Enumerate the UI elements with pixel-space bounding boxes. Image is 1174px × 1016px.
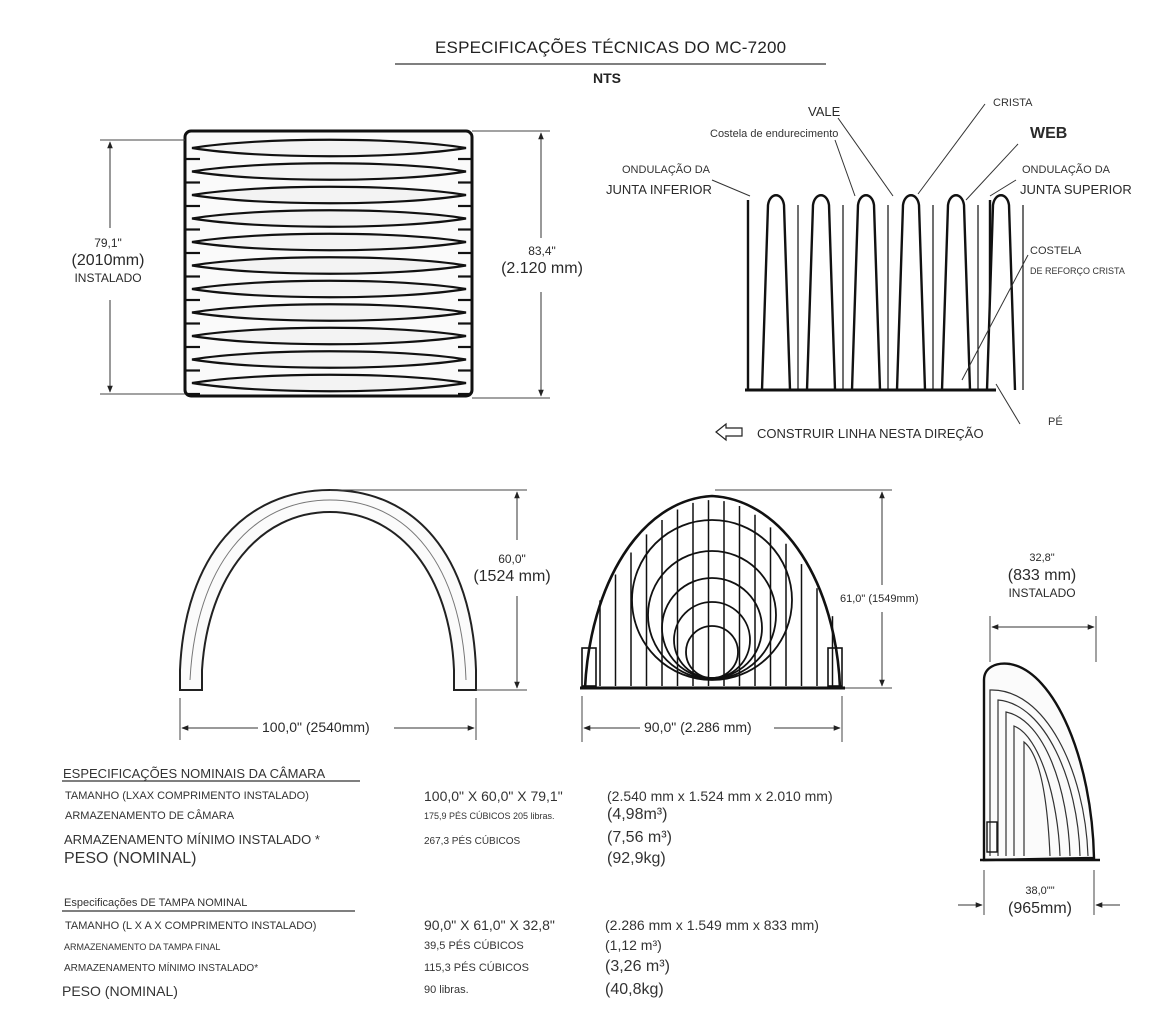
corrugation-crest	[895, 194, 927, 391]
chamber-spec-value: 267,3 PÉS CÚBICOS	[424, 836, 521, 847]
chamber-spec-label: ARMAZENAMENTO MÍNIMO INSTALADO *	[64, 832, 320, 847]
top-view-total-dimension: 83,4" (2.120 mm)	[494, 244, 590, 279]
dim-installed-label: INSTALADO	[74, 271, 142, 285]
arch-height-mm: (1524 mm)	[473, 568, 551, 585]
chamber-spec-value: 100,0" X 60,0" X 79,1"	[424, 788, 563, 804]
arch-height-in: 60,0"	[498, 552, 526, 566]
cap-spec-label: PESO (NOMINAL)	[62, 983, 178, 999]
cap-spec-metric: (2.286 mm x 1.549 mm x 833 mm)	[605, 917, 819, 933]
dim-total-mm: (2.120 mm)	[501, 260, 583, 277]
corrugation-rib	[191, 279, 467, 299]
top-view-installed-dimension: 79,1" (2010mm) INSTALADO	[62, 236, 154, 286]
label-ondulacao-inferior-2: JUNTA INFERIOR	[606, 182, 712, 197]
cap-side-top-mm: (833 mm)	[1007, 566, 1077, 584]
cap-side-bottom-in: 38,0""	[1025, 885, 1055, 897]
arrow-left-icon	[715, 422, 743, 442]
cap-front-height-dimension: 61,0" (1549mm)	[840, 593, 919, 605]
cap-spec-metric: (1,12 m³)	[605, 937, 662, 953]
cap-spec-metric: (40,8kg)	[605, 981, 664, 998]
corrugation-rib	[191, 303, 467, 322]
cap-spec-label: ARMAZENAMENTO DA TAMPA FINAL	[64, 942, 221, 952]
chamber-spec-metric: (7,56 m³)	[607, 829, 672, 846]
profile-view-drawing	[711, 103, 1029, 442]
cap-side-bottom-mm: (965mm)	[1007, 899, 1072, 917]
end-cap-side-drawing	[958, 616, 1120, 915]
corrugation-rib	[191, 162, 467, 181]
cap-side-top-label: INSTALADO	[1008, 585, 1076, 600]
arch-view-drawing	[179, 488, 527, 740]
dim-total-in: 83,4"	[528, 244, 556, 258]
dim-installed-mm: (2010mm)	[71, 252, 145, 269]
pipe-knockout-ring	[631, 519, 793, 681]
label-ondulacao-superior-1: ONDULAÇÃO DA	[1022, 164, 1111, 176]
cap-spec-metric: (3,26 m³)	[605, 958, 670, 975]
corrugation-rib	[191, 256, 467, 275]
label-web: WEB	[1030, 125, 1068, 142]
corrugation-crest	[940, 194, 972, 391]
cap-spec-label: ARMAZENAMENTO MÍNIMO INSTALADO*	[64, 963, 259, 974]
cap-side-top-in: 32,8"	[1029, 552, 1055, 564]
cap-specs-heading: Especificações DE TAMPA NOMINAL	[64, 897, 248, 909]
page-title: ESPECIFICAÇÕES TÉCNICAS DO MC-7200	[435, 38, 787, 57]
direction-text: CONSTRUIR LINHA NESTA DIREÇÃO	[757, 426, 984, 441]
label-vale: VALE	[808, 104, 841, 119]
chamber-spec-metric: (4,98m³)	[607, 806, 668, 823]
label-pe: PÉ	[1048, 416, 1063, 428]
arch-width-dimension: 100,0" (2540mm)	[262, 719, 370, 735]
corrugation-crest	[805, 194, 837, 391]
cap-spec-label: TAMANHO (L X A X COMPRIMENTO INSTALADO)	[65, 920, 317, 932]
chamber-spec-label: ARMAZENAMENTO DE CÂMARA	[65, 810, 235, 822]
label-costela-2: DE REFORÇO CRISTA	[1030, 266, 1125, 276]
chamber-spec-label: PESO (NOMINAL)	[64, 850, 197, 867]
corrugation-rib	[191, 373, 467, 393]
cap-spec-value: 90,0" X 61,0" X 32,8"	[424, 917, 555, 933]
page-subtitle: NTS	[593, 70, 621, 86]
cap-spec-value: 90 libras.	[424, 984, 469, 996]
cap-spec-value: 39,5 PÉS CÚBICOS	[424, 940, 524, 952]
chamber-spec-metric: (92,9kg)	[607, 850, 666, 867]
corrugation-crest	[850, 194, 882, 391]
chamber-specs-heading: ESPECIFICAÇÕES NOMINAIS DA CÂMARA	[63, 766, 326, 781]
label-ondulacao-inferior-1: ONDULAÇÃO DA	[622, 164, 711, 176]
cap-front-width-dimension: 90,0" (2.286 mm)	[644, 719, 752, 735]
corrugation-rib	[191, 185, 467, 205]
label-costela-endurecimento: Costela de endurecimento	[710, 128, 839, 140]
pipe-knockout-ring	[673, 601, 751, 679]
top-view-drawing	[100, 129, 550, 399]
arch-height-dimension: 60,0" (1524 mm)	[466, 552, 558, 587]
cap-side-bottom-dimension: 38,0"" (965mm)	[994, 885, 1086, 919]
corrugation-rib	[191, 350, 467, 369]
cap-side-top-dimension: 32,8" (833 mm) INSTALADO	[996, 552, 1088, 601]
corrugation-rib	[191, 326, 467, 346]
cap-spec-value: 115,3 PÉS CÚBICOS	[424, 962, 529, 974]
corrugation-rib	[191, 232, 467, 252]
label-costela-1: COSTELA	[1030, 245, 1082, 257]
corrugation-crest	[760, 194, 792, 391]
chamber-spec-metric: (2.540 mm x 1.524 mm x 2.010 mm)	[607, 788, 833, 804]
corrugation-rib	[191, 209, 467, 228]
label-ondulacao-superior-2: JUNTA SUPERIOR	[1020, 182, 1132, 197]
end-cap-front-drawing	[580, 489, 892, 742]
pipe-knockout-ring	[647, 550, 777, 680]
corrugation-rib	[191, 138, 467, 158]
pipe-knockout-ring	[685, 625, 739, 679]
chamber-spec-label: TAMANHO (LXAX COMPRIMENTO INSTALADO)	[65, 790, 309, 802]
label-crista: CRISTA	[993, 97, 1033, 109]
chamber-spec-value: 175,9 PÉS CÚBICOS 205 libras.	[424, 811, 555, 821]
corrugation-crest	[985, 194, 1017, 391]
dim-installed-in: 79,1"	[94, 236, 122, 250]
